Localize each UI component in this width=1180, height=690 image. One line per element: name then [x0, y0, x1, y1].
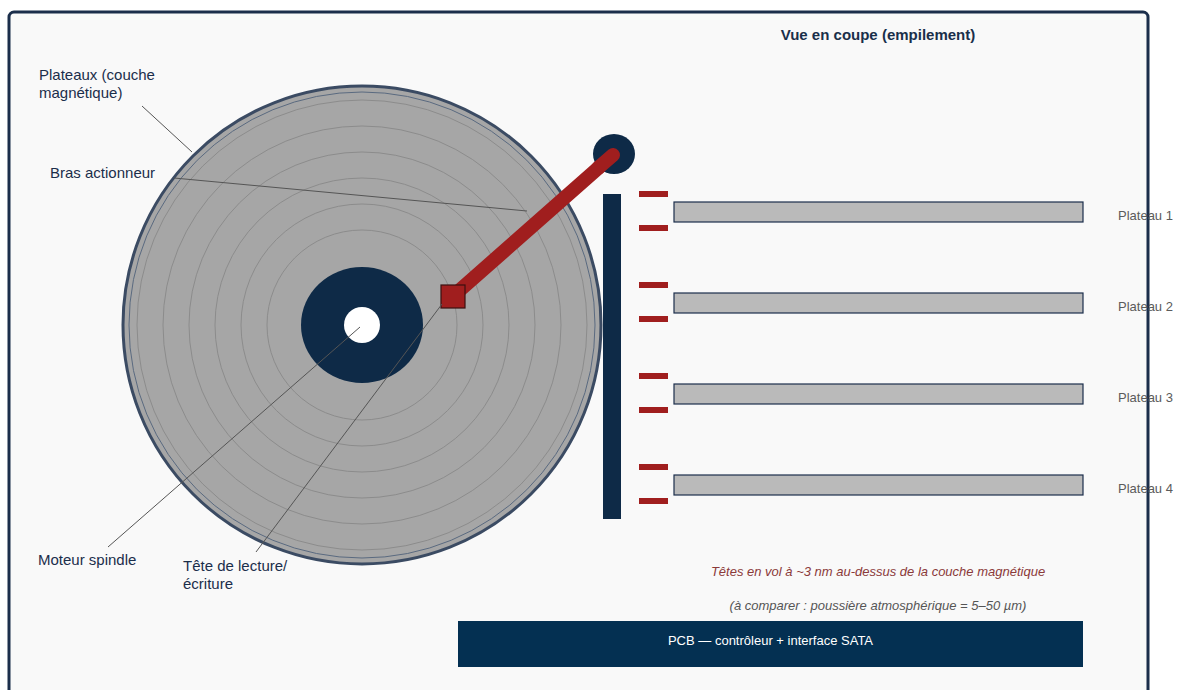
cross-section: [603, 191, 1083, 519]
platter-top-view: [123, 86, 601, 564]
part-label: Moteur spindle: [38, 551, 136, 569]
platter-label: Plateau 3: [1118, 390, 1173, 406]
leader-lines: [108, 106, 527, 552]
frame: [9, 12, 1148, 690]
band-text: PCB — contrôleur + interface SATA: [668, 633, 873, 648]
note: Têtes en vol à ~3 nm au-dessus de la cou…: [711, 564, 1045, 580]
platter-label: Plateau 2: [1118, 299, 1173, 315]
note: (à comparer : poussière atmosphérique = …: [730, 598, 1027, 614]
pcb-band: PCB — contrôleur + interface SATA: [458, 621, 1083, 667]
part-label: Bras actionneur: [50, 164, 155, 182]
section-title: Vue en coupe (empilement): [781, 26, 975, 44]
part-label: Plateaux (couche magnétique): [39, 66, 209, 102]
platter-label: Plateau 1: [1118, 208, 1173, 224]
spindle-motor: [301, 267, 423, 383]
read-write-head: [441, 285, 465, 308]
platter-label: Plateau 4: [1118, 481, 1173, 497]
part-label: Tête de lecture/écriture: [183, 557, 308, 593]
